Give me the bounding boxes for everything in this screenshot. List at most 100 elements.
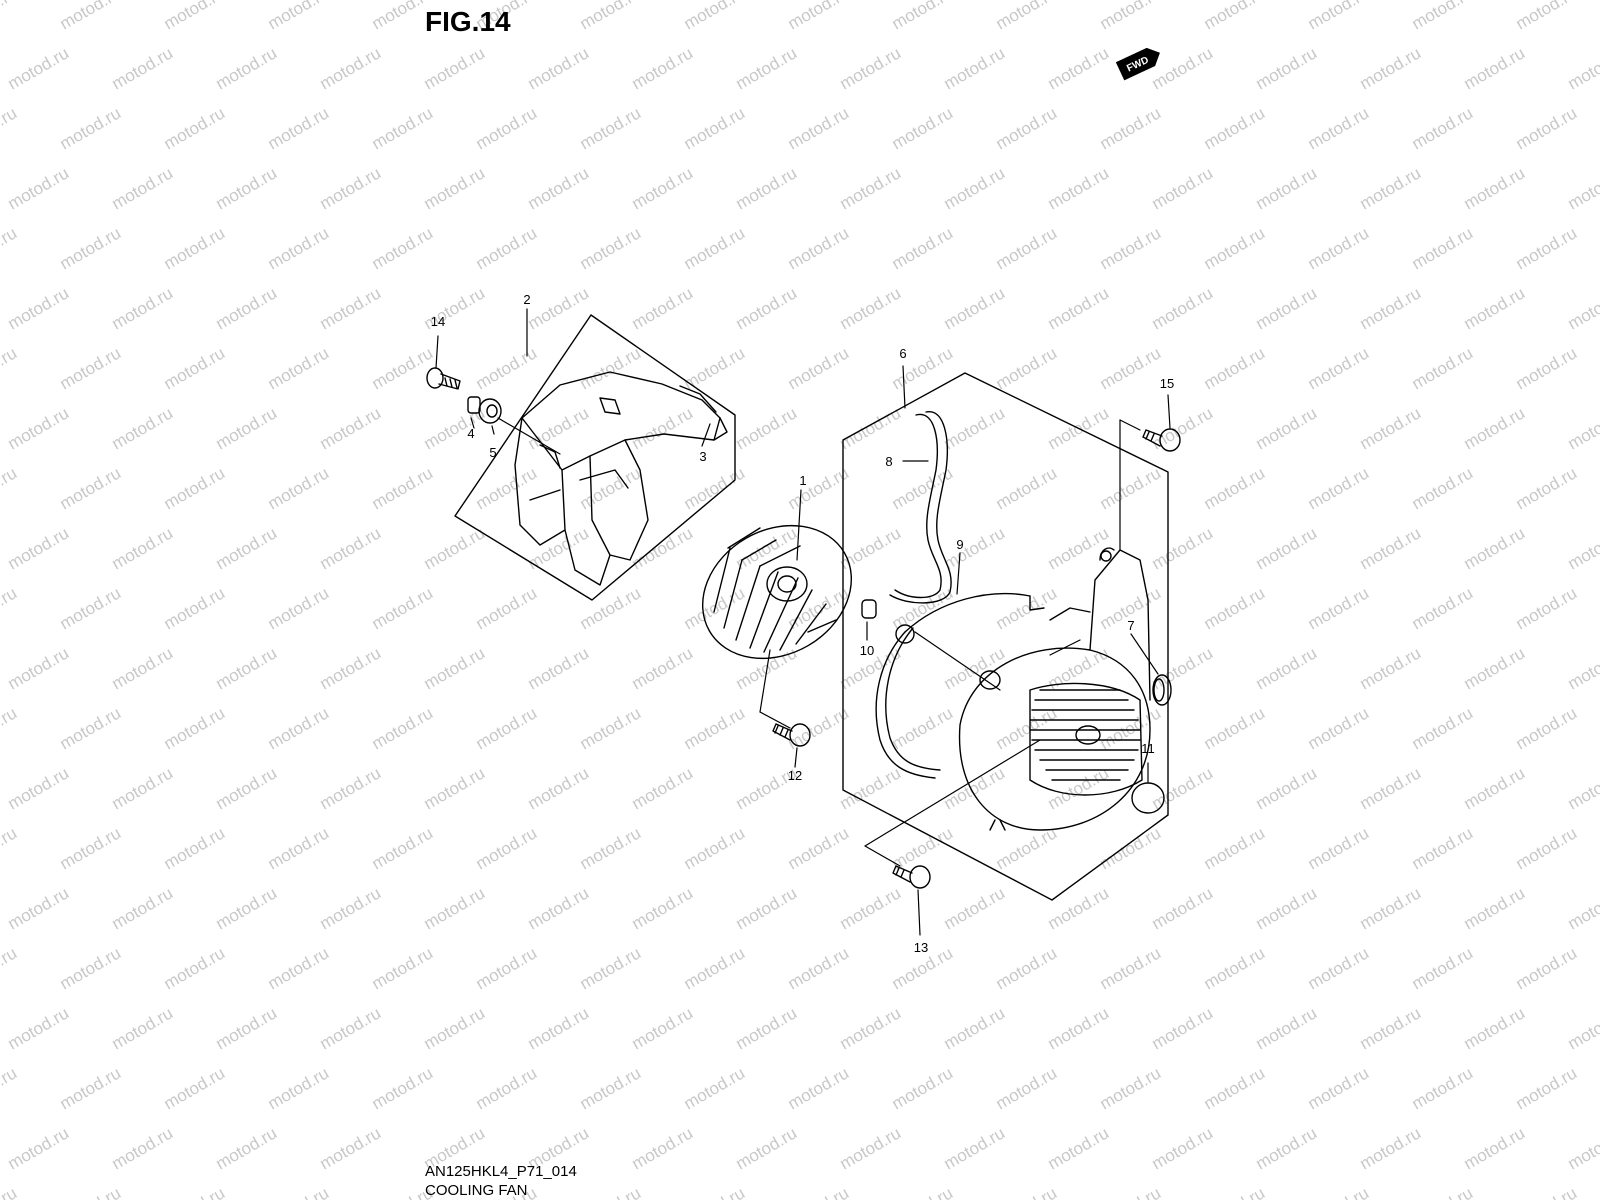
callout-14: 14 xyxy=(431,314,445,329)
watermark-text: motod.ru xyxy=(0,1063,20,1113)
watermark-text: motod.ru xyxy=(57,343,125,393)
watermark-text: motod.ru xyxy=(1357,523,1425,573)
figure-title: FIG.14 xyxy=(425,6,511,37)
watermark-text: motod.ru xyxy=(1513,703,1581,753)
watermark-text: motod.ru xyxy=(1565,43,1600,93)
watermark-text: motod.ru xyxy=(525,403,593,453)
callout-4: 4 xyxy=(467,426,474,441)
watermark-text: motod.ru xyxy=(525,523,593,573)
watermark-text: motod.ru xyxy=(213,1123,281,1173)
watermark-text: motod.ru xyxy=(1305,1063,1373,1113)
watermark-text: motod.ru xyxy=(1357,1123,1425,1173)
watermark-text: motod.ru xyxy=(629,883,697,933)
watermark-text: motod.ru xyxy=(993,463,1061,513)
watermark-text: motod.ru xyxy=(1409,223,1477,273)
watermark-text: motod.ru xyxy=(733,523,801,573)
watermark-text: motod.ru xyxy=(1097,823,1165,873)
watermark-text: motod.ru xyxy=(837,283,905,333)
watermark-text: motod.ru xyxy=(889,1063,957,1113)
watermark-text: motod.ru xyxy=(1513,0,1581,33)
watermark-text: motod.ru xyxy=(0,703,20,753)
watermark-text: motod.ru xyxy=(1097,223,1165,273)
watermark-text: motod.ru xyxy=(1149,163,1217,213)
watermark-text: motod.ru xyxy=(1045,523,1113,573)
watermark-text: motod.ru xyxy=(993,1063,1061,1113)
watermark-text: motod.ru xyxy=(1253,523,1321,573)
watermark-text: motod.ru xyxy=(473,823,541,873)
watermark-text: motod.ru xyxy=(213,523,281,573)
watermark-text: motod.ru xyxy=(1201,1063,1269,1113)
figure-name: COOLING FAN xyxy=(425,1182,528,1199)
watermark-text: motod.ru xyxy=(1461,883,1529,933)
watermark-text: motod.ru xyxy=(681,343,749,393)
watermark-text: motod.ru xyxy=(317,763,385,813)
watermark-text: motod.ru xyxy=(5,1123,73,1173)
watermark-text: motod.ru xyxy=(785,823,853,873)
watermark-text: motod.ru xyxy=(161,583,229,633)
watermark-text: motod.ru xyxy=(941,523,1009,573)
watermark-text: motod.ru xyxy=(577,943,645,993)
watermark-text: motod.ru xyxy=(5,643,73,693)
watermark-text: motod.ru xyxy=(5,283,73,333)
callout-5: 5 xyxy=(489,445,496,460)
watermark-text: motod.ru xyxy=(889,0,957,33)
watermark-text: motod.ru xyxy=(941,163,1009,213)
watermark-text: motod.ru xyxy=(0,1183,20,1200)
watermark-text: motod.ru xyxy=(5,43,73,93)
watermark-text: motod.ru xyxy=(1097,343,1165,393)
watermark-text: motod.ru xyxy=(57,823,125,873)
watermark-text: motod.ru xyxy=(369,463,437,513)
watermark-text: motod.ru xyxy=(941,1123,1009,1173)
watermark-text: motod.ru xyxy=(733,163,801,213)
watermark-text: motod.ru xyxy=(369,703,437,753)
watermark-text: motod.ru xyxy=(629,523,697,573)
callout-1: 1 xyxy=(799,473,806,488)
watermark-text: motod.ru xyxy=(941,1003,1009,1053)
watermark-text: motod.ru xyxy=(1201,103,1269,153)
watermark-text: motod.ru xyxy=(681,823,749,873)
watermark-text: motod.ru xyxy=(161,343,229,393)
watermark-text: motod.ru xyxy=(0,583,20,633)
watermark-text: motod.ru xyxy=(161,103,229,153)
watermark-text: motod.ru xyxy=(265,103,333,153)
callout-2: 2 xyxy=(523,292,530,307)
watermark-text: motod.ru xyxy=(0,343,20,393)
watermark-text: motod.ru xyxy=(1201,223,1269,273)
watermark-text: motod.ru xyxy=(577,703,645,753)
group-box-fan-cover xyxy=(842,372,1169,901)
watermark-text: motod.ru xyxy=(1045,163,1113,213)
watermark-text: motod.ru xyxy=(1461,1123,1529,1173)
watermark-text: motod.ru xyxy=(629,43,697,93)
watermark-text: motod.ru xyxy=(1253,403,1321,453)
watermark-text: motod.ru xyxy=(421,883,489,933)
callout-11: 11 xyxy=(1141,741,1155,756)
watermark-text: motod.ru xyxy=(837,403,905,453)
shroud-part xyxy=(514,371,728,586)
watermark-text: motod.ru xyxy=(421,643,489,693)
screw-part-14 xyxy=(426,367,461,390)
watermark-text: motod.ru xyxy=(1097,0,1165,33)
cooling-fan-part xyxy=(701,524,853,660)
watermark-text: motod.ru xyxy=(317,1123,385,1173)
watermark-text: motod.ru xyxy=(265,0,333,33)
watermark-text: motod.ru xyxy=(1045,43,1113,93)
watermark-text: motod.ru xyxy=(1513,1183,1581,1200)
watermark-text: motod.ru xyxy=(733,43,801,93)
watermark-text: motod.ru xyxy=(161,223,229,273)
callout-15: 15 xyxy=(1160,376,1174,391)
watermark-text: motod.ru xyxy=(109,43,177,93)
watermark-text: motod.ru xyxy=(265,823,333,873)
watermark-text: motod.ru xyxy=(369,1063,437,1113)
watermark-text: motod.ru xyxy=(1513,943,1581,993)
watermark-text: motod.ru xyxy=(629,763,697,813)
watermark-text: motod.ru xyxy=(629,1123,697,1173)
watermark-text: motod.ru xyxy=(1201,0,1269,33)
watermark-text: motod.ru xyxy=(265,1063,333,1113)
watermark-text: motod.ru xyxy=(577,103,645,153)
watermark-text: motod.ru xyxy=(161,463,229,513)
watermark-text: motod.ru xyxy=(57,463,125,513)
watermark-text: motod.ru xyxy=(889,703,957,753)
watermark-text: motod.ru xyxy=(1253,883,1321,933)
watermark-text: motod.ru xyxy=(5,763,73,813)
